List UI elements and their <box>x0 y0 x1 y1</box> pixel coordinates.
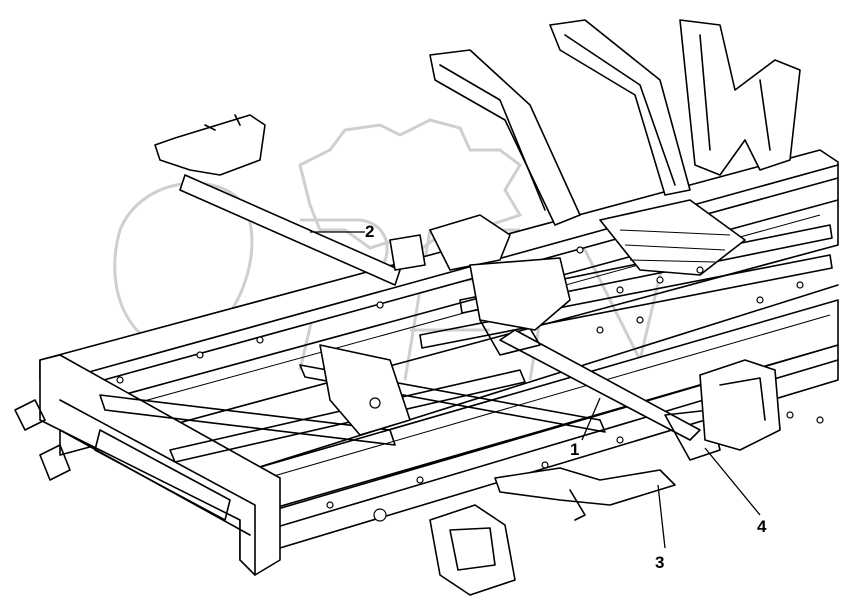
callout-2: 2 <box>310 222 374 241</box>
lower-link <box>494 467 676 521</box>
mounting-plates <box>319 199 746 436</box>
upper-uprights <box>429 19 801 226</box>
callout-3: 3 <box>655 484 666 572</box>
callout-label-2: 2 <box>365 222 374 241</box>
callout-label-1: 1 <box>570 440 579 459</box>
callout-4: 4 <box>704 447 767 536</box>
callout-1: 1 <box>570 397 601 459</box>
callout-label-3: 3 <box>655 553 664 572</box>
mounting-bracket <box>699 359 781 451</box>
front-cross-member <box>14 354 281 576</box>
upper-torque-rod <box>154 114 426 286</box>
bolt-holes <box>116 246 824 522</box>
callout-label-4: 4 <box>757 517 767 536</box>
stabilizer-bar <box>479 319 721 461</box>
rear-hanger <box>429 504 516 596</box>
